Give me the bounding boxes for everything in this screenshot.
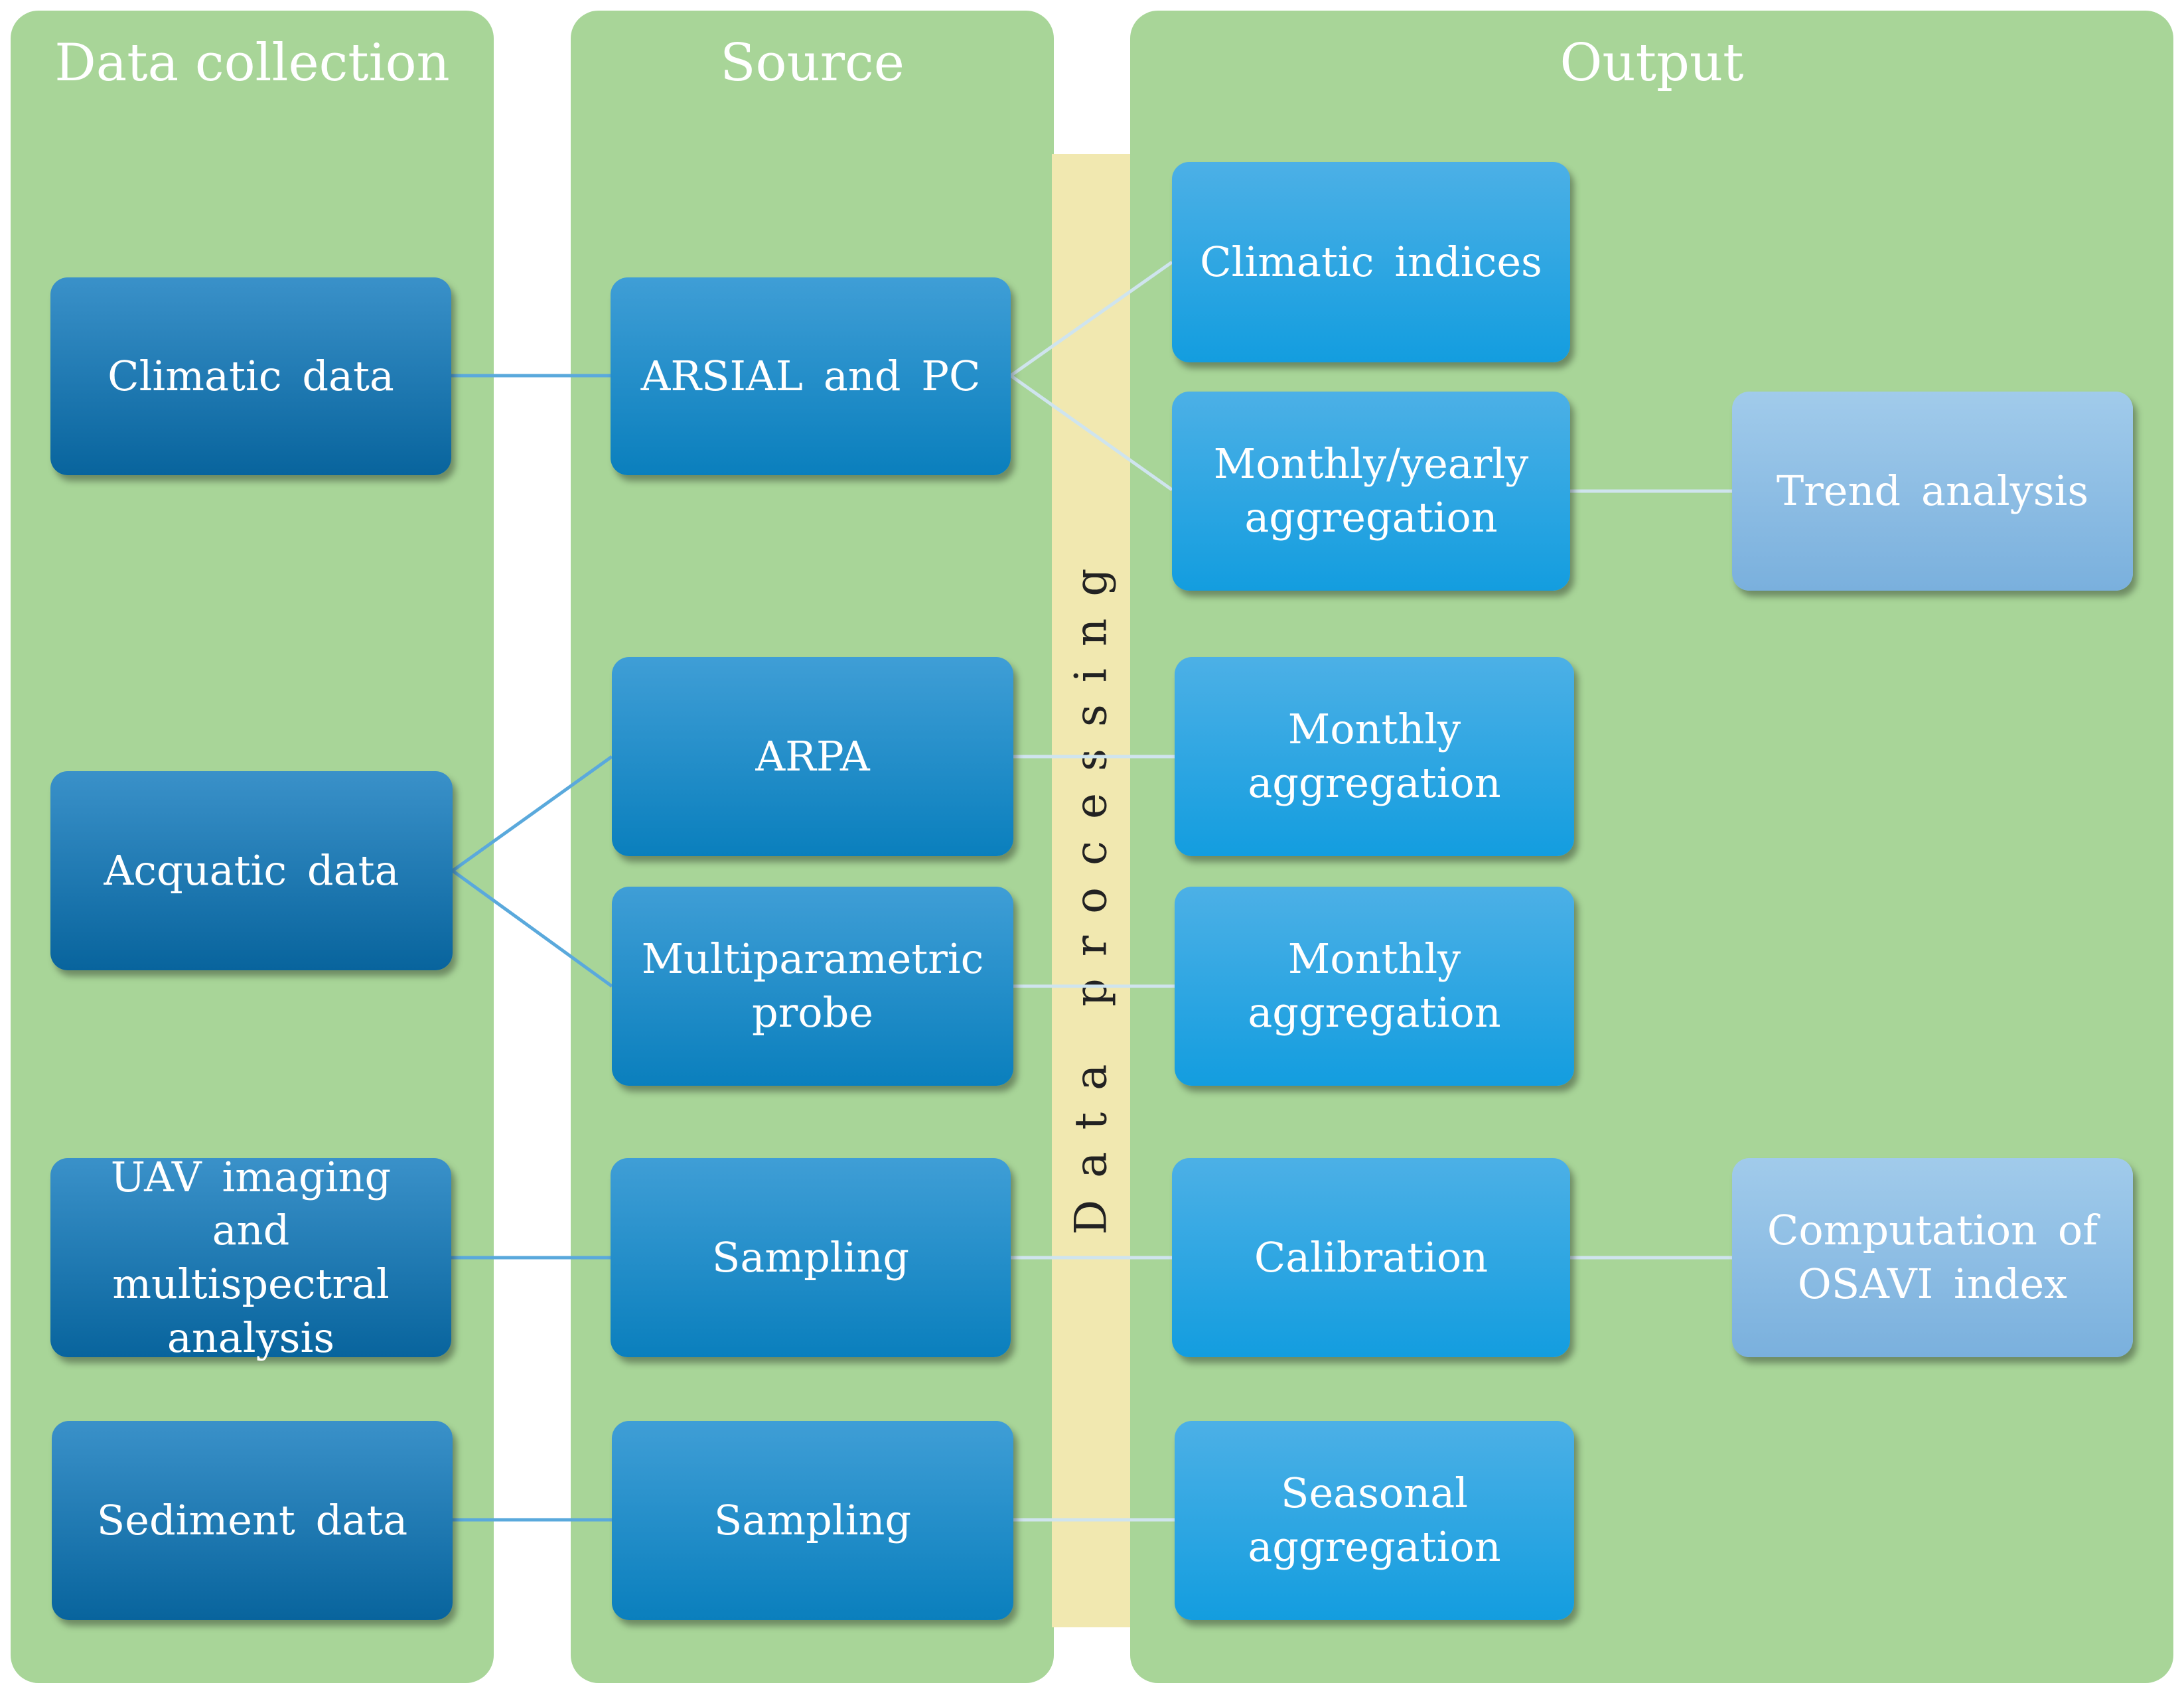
calibration-box: Calibration	[1172, 1158, 1570, 1357]
uav-imaging-label: UAV imaging and multispectral analysis	[110, 1152, 392, 1362]
climatic-indices-label: Climatic indices	[1200, 237, 1542, 286]
monthly-yearly-aggregation-label: Monthly/yearly aggregation	[1213, 439, 1529, 542]
climatic-data-box: Climatic data	[50, 277, 451, 475]
calibration-label: Calibration	[1254, 1232, 1489, 1282]
osavi-index-box: Computation of OSAVI index	[1732, 1158, 2133, 1357]
link-acquatic-probe	[451, 869, 613, 988]
multiparametric-probe-box: Multiparametric probe	[612, 887, 1013, 1086]
climatic-data-label: Climatic data	[108, 351, 394, 400]
sampling-uav-label: Sampling	[711, 1232, 910, 1282]
arpa-box: ARPA	[612, 657, 1013, 856]
monthly-aggregation-arpa-label: Monthly aggregation	[1248, 705, 1501, 807]
sampling-uav-box: Sampling	[611, 1158, 1011, 1357]
monthly-yearly-aggregation-box: Monthly/yearly aggregation	[1172, 392, 1570, 591]
monthly-aggregation-probe-box: Monthly aggregation	[1175, 887, 1574, 1086]
seasonal-aggregation-box: Seasonal aggregation	[1175, 1421, 1574, 1620]
source-title: Source	[720, 33, 905, 93]
sediment-data-label: Sediment data	[96, 1495, 408, 1544]
climatic-indices-box: Climatic indices	[1172, 162, 1570, 362]
uav-imaging-box: UAV imaging and multispectral analysis	[50, 1153, 451, 1362]
arsial-pc-box: ARSIAL and PC	[611, 277, 1011, 475]
trend-analysis-label: Trend analysis	[1776, 466, 2089, 515]
multiparametric-probe-label: Multiparametric probe	[641, 934, 984, 1037]
data-collection-title: Data collection	[54, 33, 450, 93]
monthly-aggregation-probe-label: Monthly aggregation	[1248, 934, 1501, 1037]
data-processing-band: Data processing	[1052, 154, 1130, 1627]
trend-analysis-box: Trend analysis	[1732, 392, 2133, 591]
arpa-label: ARPA	[755, 731, 870, 780]
arsial-pc-label: ARSIAL and PC	[640, 351, 981, 400]
output-title: Output	[1560, 33, 1744, 93]
sampling-sediment-box: Sampling	[612, 1421, 1013, 1620]
sediment-data-box: Sediment data	[52, 1421, 453, 1620]
link-acquatic-arpa	[451, 755, 613, 873]
link-arsial-indices	[1009, 260, 1173, 378]
osavi-index-label: Computation of OSAVI index	[1767, 1206, 2098, 1308]
link-arsial-monthly-yearly	[1009, 374, 1173, 492]
acquatic-data-label: Acquatic data	[104, 846, 400, 895]
seasonal-aggregation-label: Seasonal aggregation	[1248, 1469, 1501, 1571]
sampling-sediment-label: Sampling	[713, 1495, 912, 1544]
monthly-aggregation-arpa-box: Monthly aggregation	[1175, 657, 1574, 856]
acquatic-data-box: Acquatic data	[50, 771, 453, 970]
